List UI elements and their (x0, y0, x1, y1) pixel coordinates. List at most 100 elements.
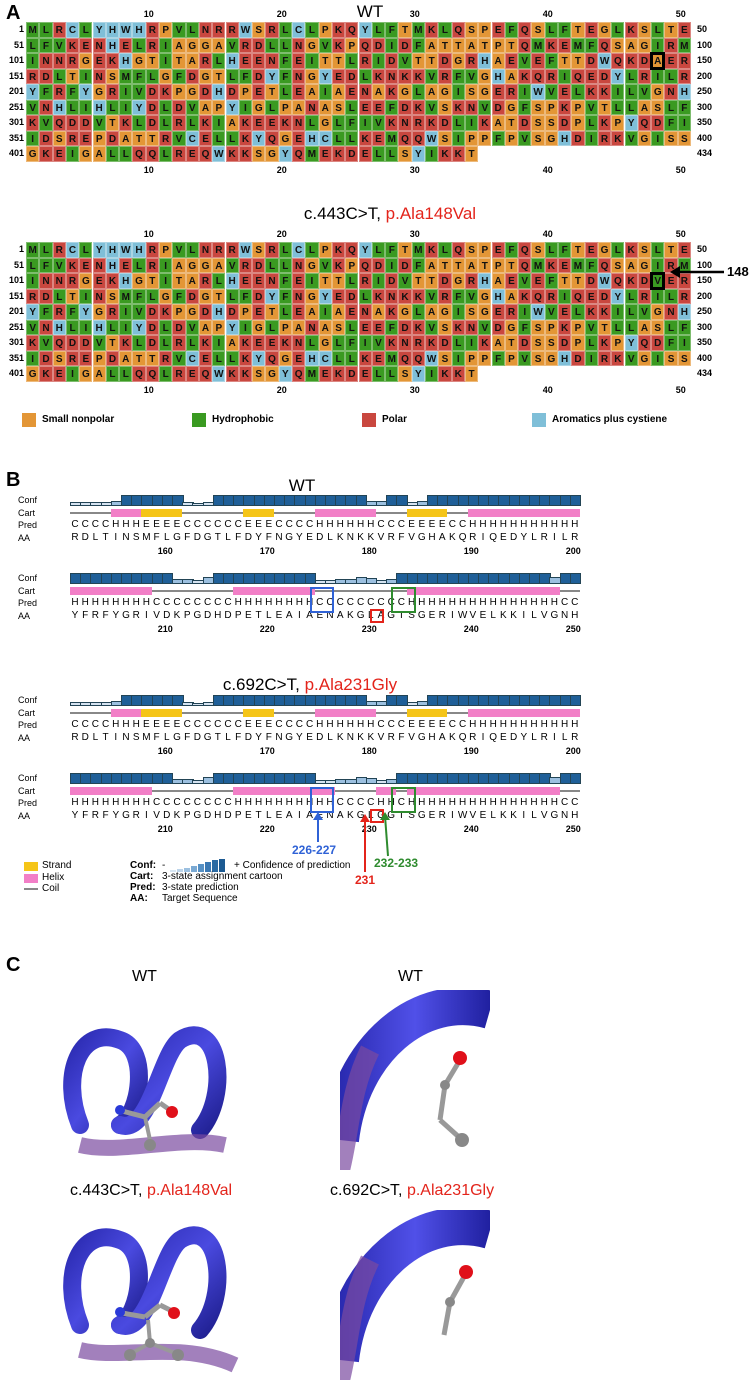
residue-cell: E (92, 53, 106, 69)
residue-cell: L (225, 350, 239, 366)
residue-cell: D (252, 257, 266, 273)
scale-tick-top: 40 (542, 229, 553, 239)
residue-char: A (306, 610, 313, 621)
residue-cell: G (265, 366, 279, 382)
residue-cell: R (637, 288, 652, 304)
residue-char: E (479, 810, 487, 821)
residue-cell: K (624, 242, 638, 258)
prediction-char: E (265, 719, 273, 730)
residue-char: H (571, 810, 579, 821)
residue-cell: V (185, 319, 199, 335)
residue-cell: D (385, 53, 399, 69)
residue-cell: E (504, 273, 519, 289)
residue-cell: K (198, 115, 213, 131)
residue-cell: I (65, 146, 80, 162)
confidence-bar (304, 773, 317, 784)
residue-cell: G (252, 99, 266, 115)
residue-cell: W (238, 242, 253, 258)
helix-segment (467, 709, 580, 717)
prediction-char: E (438, 519, 446, 530)
residue-cell: R (65, 130, 80, 146)
residue-cell: S (544, 115, 558, 131)
residue-char: Y (520, 532, 528, 543)
prediction-char: E (408, 719, 415, 730)
residue-char: R (387, 532, 395, 543)
residue-cell: E (584, 288, 598, 304)
residue-cell: P (571, 115, 585, 131)
residue-cell: E (345, 304, 359, 320)
residue-cell: K (624, 273, 638, 289)
confidence-bar (569, 495, 582, 506)
residue-cell: R (265, 242, 279, 258)
row-start-number: 201 (8, 306, 24, 316)
prediction-char: C (163, 597, 171, 608)
residue-cell: W (119, 242, 133, 258)
key-cart-label: Cart: (130, 871, 154, 882)
prediction-char: C (275, 719, 283, 730)
residue-cell: C (318, 350, 332, 366)
prediction-char: H (499, 519, 507, 530)
prediction-char: H (81, 597, 89, 608)
prediction-char: H (428, 797, 436, 808)
residue-char: G (193, 610, 202, 621)
residue-cell: G (185, 304, 199, 320)
residue-cell: M (571, 257, 585, 273)
residue-cell: Y (265, 288, 279, 304)
residue-char: M (142, 732, 151, 743)
residue-cell: I (651, 130, 665, 146)
residue-cell: V (318, 37, 332, 53)
residue-cell: V (584, 319, 598, 335)
prediction-char: H (509, 719, 518, 730)
residue-cell: S (531, 319, 545, 335)
residue-cell: E (265, 115, 279, 131)
residue-cell: L (185, 22, 199, 38)
residue-cell: K (518, 68, 532, 84)
residue-char: L (92, 732, 99, 743)
residue-cell: K (611, 130, 625, 146)
residue-cell: Y (318, 288, 332, 304)
residue-cell: L (385, 146, 399, 162)
annotation-232-233: 232-233 (374, 856, 419, 870)
track-label: Conf (18, 695, 38, 705)
residue-cell: E (358, 366, 372, 382)
residue-cell: F (278, 68, 292, 84)
residue-cell: K (597, 335, 612, 351)
key-cart-text: 3-state assignment cartoon (162, 871, 283, 882)
residue-cell: D (105, 130, 120, 146)
prediction-char: C (214, 797, 222, 808)
residue-cell: D (252, 68, 266, 84)
residue-cell: K (624, 53, 638, 69)
residue-cell: K (105, 273, 120, 289)
residue-cell: R (105, 84, 120, 100)
prediction-char: H (448, 597, 456, 608)
residue-cell: I (464, 115, 479, 131)
residue-cell: Y (278, 146, 292, 162)
residue-cell: K (611, 350, 625, 366)
prediction-char: C (214, 597, 222, 608)
prediction-char: C (458, 719, 467, 730)
residue-char: V (153, 610, 160, 621)
prediction-char: H (469, 719, 477, 730)
residue-cell: K (558, 319, 572, 335)
residue-char: I (145, 610, 148, 621)
prediction-char: H (336, 519, 344, 530)
residue-cell: G (79, 273, 93, 289)
prediction-char: H (560, 719, 569, 730)
key-pred-label: Pred: (130, 882, 156, 893)
helix-segment (70, 787, 152, 795)
residue-char: I (553, 532, 556, 543)
residue-cell: V (172, 130, 186, 146)
residue-char: F (235, 732, 242, 743)
residue-cell: P (611, 335, 625, 351)
residue-cell: N (464, 99, 479, 115)
residue-cell: E (79, 130, 93, 146)
residue-char: I (451, 610, 454, 621)
residue-cell: E (331, 68, 346, 84)
residue-cell: A (425, 37, 439, 53)
residue-cell: W (119, 22, 133, 38)
row-end-number: 100 (697, 39, 713, 50)
residue-cell: M (119, 68, 133, 84)
residue-cell: G (597, 242, 612, 258)
residue-cell: L (212, 350, 226, 366)
residue-cell: K (39, 366, 53, 382)
